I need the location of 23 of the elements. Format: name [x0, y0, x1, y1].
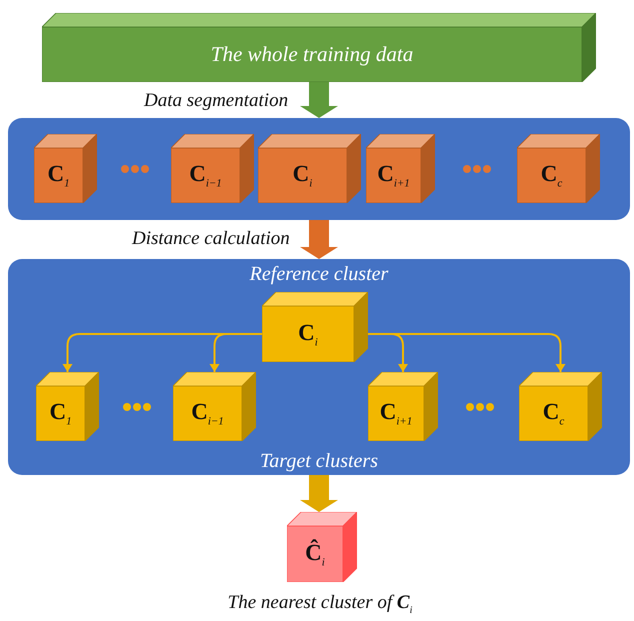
block-arrow	[300, 82, 338, 118]
cluster-label: C$_{i}$	[298, 320, 318, 348]
target-caption: Target clusters	[260, 450, 378, 473]
cluster-label: C$_{i−1}$	[189, 161, 222, 190]
cluster-label: C$_{i+1}$	[380, 399, 412, 428]
arrow	[368, 333, 566, 372]
block-arrow	[300, 475, 338, 512]
cluster-label: C$_{i−1}$	[191, 399, 224, 428]
arrow	[210, 333, 262, 372]
reference-caption: Reference cluster	[250, 263, 388, 286]
edge-label: Data segmentation	[142, 90, 290, 112]
cluster-label: Ĉ$_{i}$	[305, 540, 325, 568]
panel	[8, 118, 630, 220]
block-arrow	[300, 220, 338, 259]
cluster-label: C$_{1}$	[47, 161, 70, 190]
cluster-label: C$_{c}$	[540, 161, 562, 190]
cluster-label: C$_{c}$	[542, 399, 564, 428]
cluster-label: C$_{i+1}$	[377, 161, 410, 190]
cluster-label: C$_{1}$	[49, 399, 72, 428]
cluster-label: C$_{i}$	[292, 161, 312, 190]
bar-title: The whole training data	[210, 42, 414, 67]
panel	[8, 259, 630, 475]
cluster-caption: The nearest cluster of C$_{i}$	[228, 592, 412, 616]
